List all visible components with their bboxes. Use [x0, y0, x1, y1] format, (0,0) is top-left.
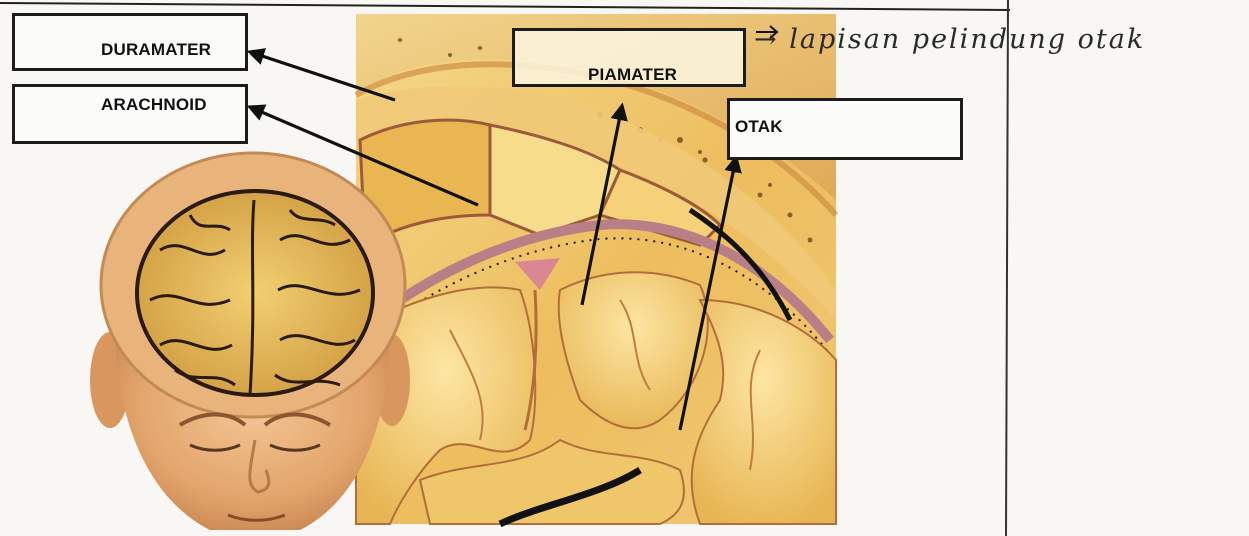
right-frame-line [1006, 0, 1008, 536]
arachnoid-label: ARACHNOID [101, 95, 207, 115]
otak-label: OTAK [735, 117, 783, 137]
duramater-label-box: DURAMATER [12, 13, 248, 71]
meninges-cross-section [356, 14, 836, 524]
top-frame-line [0, 3, 1010, 10]
handwritten-annotation: → lapisan pelindung otak [754, 24, 1145, 55]
piamater-label-box: PIAMATER [512, 28, 746, 87]
piamater-label: PIAMATER [588, 65, 677, 85]
otak-label-box: OTAK [727, 98, 963, 160]
arachnoid-label-box: ARACHNOID [12, 84, 248, 144]
duramater-label: DURAMATER [101, 40, 211, 60]
